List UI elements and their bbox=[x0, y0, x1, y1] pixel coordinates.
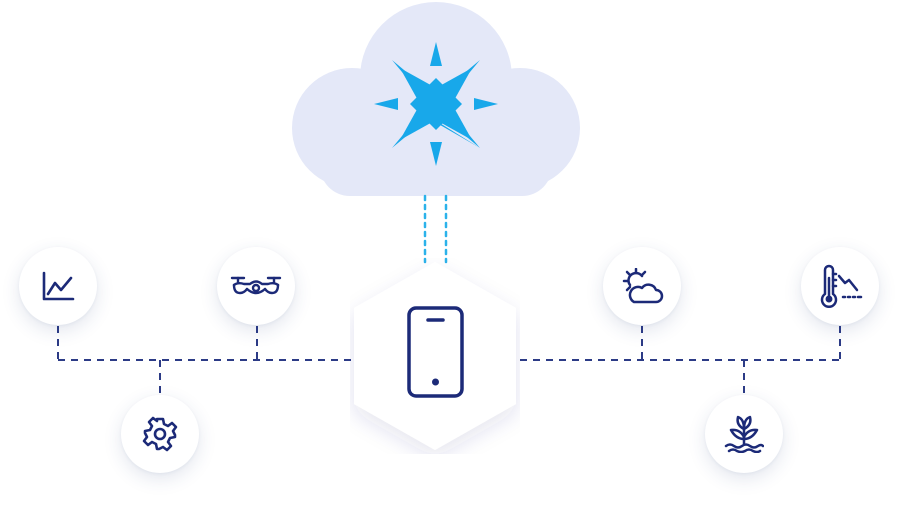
node-gear bbox=[121, 395, 199, 473]
drone-icon bbox=[230, 276, 282, 295]
gear-icon bbox=[142, 416, 178, 452]
node-thermometer bbox=[801, 247, 879, 325]
plant-water-icon bbox=[724, 415, 764, 453]
node-plant bbox=[705, 395, 783, 473]
weather-sun-cloud-icon bbox=[622, 268, 664, 304]
node-line-chart bbox=[19, 247, 97, 325]
node-weather bbox=[603, 247, 681, 325]
line-chart-icon bbox=[42, 271, 75, 301]
thermometer-trend-icon bbox=[820, 264, 863, 308]
node-drone bbox=[217, 247, 295, 325]
hub-hexagon bbox=[350, 258, 520, 454]
